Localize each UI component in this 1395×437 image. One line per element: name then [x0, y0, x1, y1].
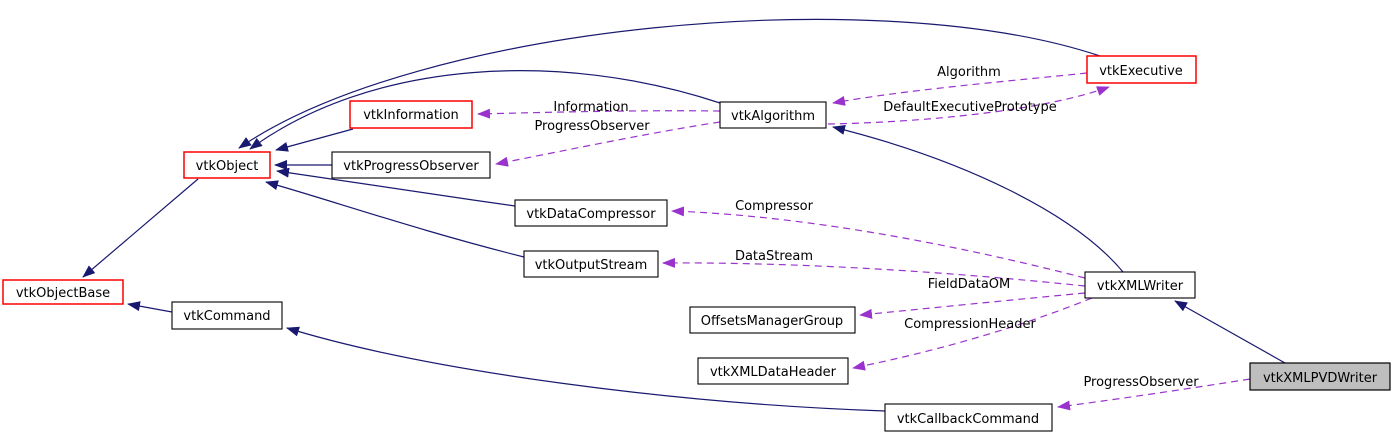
edge-label-compressor: Compressor	[735, 199, 814, 214]
node-vtkObject-box[interactable]	[183, 151, 271, 179]
edge-usage-progress-observer-pvd	[1057, 378, 1251, 411]
node-vtkXMLWriter-box[interactable]	[1084, 271, 1196, 299]
edge-usage-progress-observer-algorithm	[495, 121, 721, 167]
edge-usage-compressor	[671, 206, 1086, 279]
edge-vtkDataCompressor-to-vtkObject	[276, 167, 516, 207]
node-vtkAlgorithm[interactable]: vtkAlgorithm	[719, 101, 827, 129]
node-vtkObjectBase[interactable]: vtkObjectBase	[2, 279, 124, 305]
edge-usage-algorithm	[832, 72, 1088, 106]
node-vtkOutputStream-box[interactable]	[523, 250, 659, 278]
node-vtkCallbackCommand-label: vtkCallbackCommand	[897, 412, 1039, 427]
node-vtkDataCompressor[interactable]: vtkDataCompressor	[514, 199, 668, 227]
edge-vtkXMLWriter-to-vtkAlgorithm	[832, 125, 1124, 273]
node-vtkOutputStream[interactable]: vtkOutputStream	[523, 250, 659, 278]
node-vtkInformation-box[interactable]	[349, 100, 473, 129]
edge-usage-default-executive-prototype	[827, 86, 1110, 125]
node-vtkOutputStream-label: vtkOutputStream	[535, 258, 648, 273]
usage-edges	[477, 72, 1251, 411]
node-OffsetsManagerGroup[interactable]: OffsetsManagerGroup	[689, 306, 856, 334]
node-vtkXMLPVDWriter-label: vtkXMLPVDWriter	[1263, 371, 1378, 386]
edge-usage-compression-header	[852, 297, 1093, 371]
inheritance-edges	[82, 18, 1286, 412]
node-vtkXMLDataHeader[interactable]: vtkXMLDataHeader	[697, 357, 849, 385]
node-vtkCommand[interactable]: vtkCommand	[171, 301, 283, 330]
node-vtkExecutive-box[interactable]	[1086, 55, 1197, 84]
edge-label-progress-observer-algorithm: ProgressObserver	[534, 119, 650, 134]
node-vtkObject[interactable]: vtkObject	[183, 151, 271, 179]
node-vtkXMLWriter-label: vtkXMLWriter	[1097, 279, 1184, 294]
node-vtkExecutive-label: vtkExecutive	[1099, 64, 1183, 79]
edge-label-progress-observer-pvd: ProgressObserver	[1083, 375, 1199, 390]
node-vtkXMLPVDWriter-box[interactable]	[1249, 362, 1391, 391]
node-vtkProgressObserver[interactable]: vtkProgressObserver	[331, 151, 491, 179]
node-vtkXMLDataHeader-box[interactable]	[697, 357, 849, 385]
node-vtkObjectBase-box[interactable]	[2, 279, 124, 305]
edge-vtkXMLPVDWriter-to-vtkXMLWriter	[1174, 300, 1286, 364]
node-vtkCallbackCommand-box[interactable]	[884, 403, 1053, 432]
node-OffsetsManagerGroup-box[interactable]	[689, 306, 856, 334]
edge-labels: Algorithm DefaultExecutivePrototype Info…	[534, 65, 1199, 390]
node-vtkAlgorithm-box[interactable]	[719, 101, 827, 129]
node-vtkXMLPVDWriter[interactable]: vtkXMLPVDWriter	[1249, 362, 1391, 391]
edge-label-information: Information	[553, 100, 628, 115]
edge-label-data-stream: DataStream	[735, 249, 813, 264]
edge-vtkOutputStream-to-vtkObject	[265, 180, 525, 258]
edge-vtkCommand-to-vtkObjectBase	[127, 301, 173, 313]
edge-vtkCallbackCommand-to-vtkCommand	[286, 326, 886, 412]
node-vtkExecutive[interactable]: vtkExecutive	[1086, 55, 1197, 84]
edge-usage-information	[477, 108, 721, 119]
node-vtkInformation-label: vtkInformation	[363, 108, 459, 123]
edge-label-default-executive-prototype: DefaultExecutivePrototype	[883, 100, 1057, 115]
node-vtkAlgorithm-label: vtkAlgorithm	[731, 109, 815, 124]
node-vtkCallbackCommand[interactable]: vtkCallbackCommand	[884, 403, 1053, 432]
edge-label-compression-header: CompressionHeader	[904, 317, 1036, 332]
node-vtkObject-label: vtkObject	[196, 159, 259, 174]
node-vtkProgressObserver-label: vtkProgressObserver	[343, 159, 479, 174]
edge-label-algorithm: Algorithm	[937, 65, 1001, 80]
edge-vtkExecutive-to-vtkObject	[238, 18, 1101, 149]
node-vtkDataCompressor-label: vtkDataCompressor	[526, 207, 656, 222]
edge-usage-field-data-om	[859, 292, 1086, 319]
node-vtkXMLWriter[interactable]: vtkXMLWriter	[1084, 271, 1196, 299]
edge-label-field-data-om: FieldDataOM	[928, 277, 1011, 292]
edge-vtkAlgorithm-to-vtkObject	[249, 70, 721, 150]
node-vtkProgressObserver-box[interactable]	[331, 151, 491, 179]
node-vtkXMLDataHeader-label: vtkXMLDataHeader	[710, 365, 837, 380]
nodes: vtkObjectBase vtkObject vtkInformation v…	[2, 55, 1391, 432]
edge-vtkInformation-to-vtkObject	[275, 128, 354, 152]
edge-usage-data-stream	[662, 257, 1086, 287]
edge-vtkObject-to-vtkObjectBase	[82, 178, 199, 278]
node-vtkInformation[interactable]: vtkInformation	[349, 100, 473, 129]
node-vtkDataCompressor-box[interactable]	[514, 199, 668, 227]
node-vtkObjectBase-label: vtkObjectBase	[16, 286, 110, 301]
node-vtkCommand-box[interactable]	[171, 301, 283, 330]
node-vtkCommand-label: vtkCommand	[183, 309, 270, 324]
node-OffsetsManagerGroup-label: OffsetsManagerGroup	[701, 314, 843, 329]
